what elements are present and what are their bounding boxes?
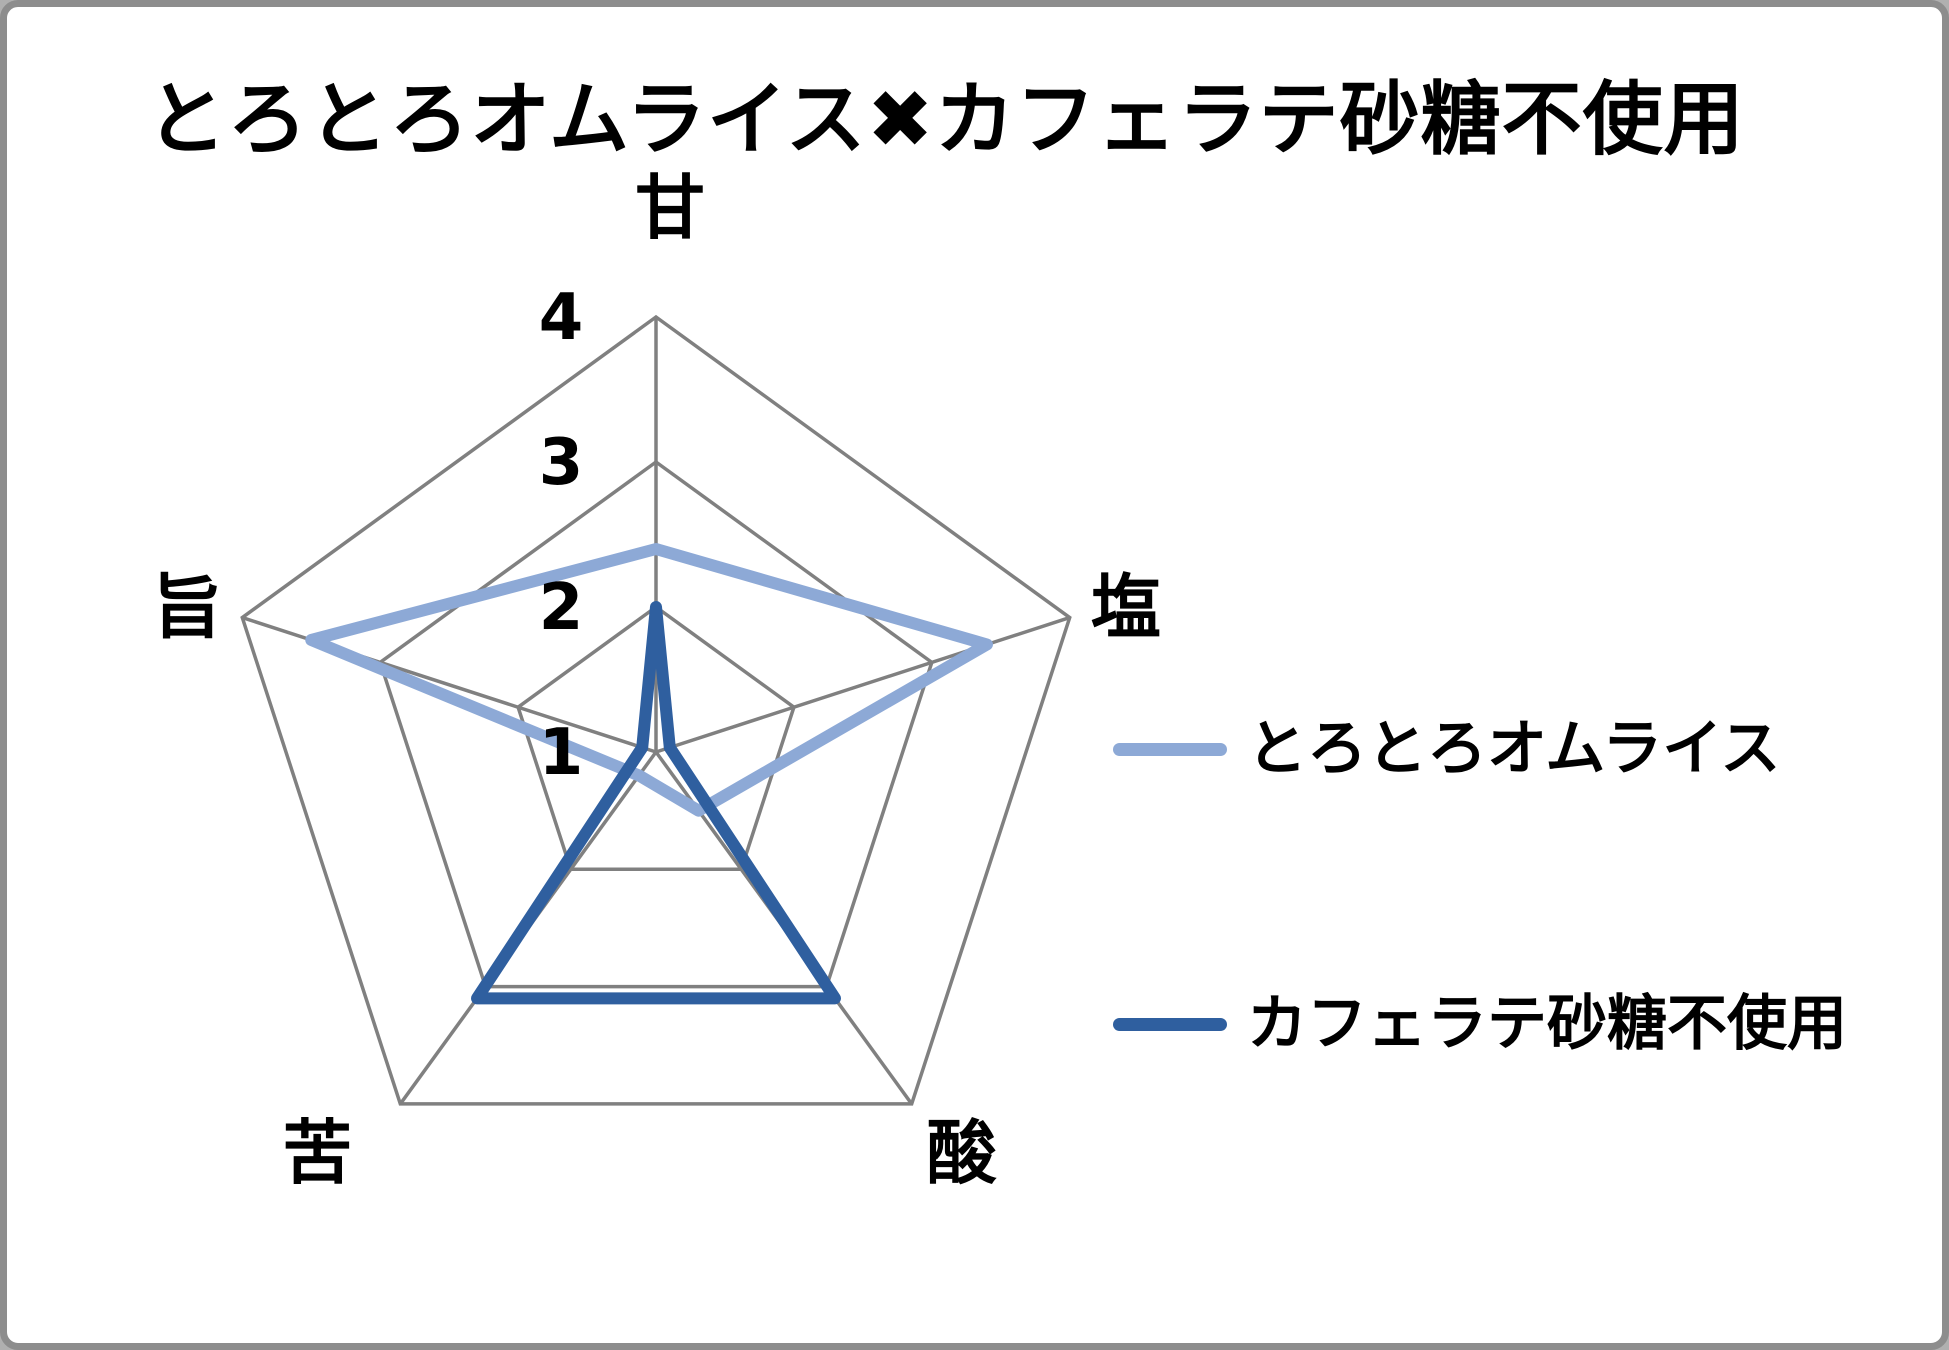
legend-label-series1: とろとろオムライス <box>1247 714 1781 784</box>
radar-category-label-2: 酸 <box>927 1112 998 1194</box>
radar-category-label-3: 苦 <box>282 1112 352 1194</box>
radar-series-group <box>305 543 993 1005</box>
radar-grid <box>240 314 1072 1106</box>
legend-line-swatch-series2 <box>1113 1017 1227 1031</box>
radar-axis-line-1 <box>655 615 1071 754</box>
chart-title: とろとろオムライス✖カフェラテ砂糖不使用 <box>146 73 1745 166</box>
radar-ring-2 <box>516 604 796 872</box>
radar-category-label-4: 旨 <box>152 567 222 649</box>
radar-series-1 <box>471 601 841 1005</box>
radar-series-0 <box>305 543 993 817</box>
radar-tick-label-3: 3 <box>539 426 584 500</box>
radar-tick-label-1: 1 <box>539 716 584 790</box>
legend-item-series1: とろとろオムライス <box>1113 716 1780 782</box>
radar-axis-line-4 <box>241 615 657 754</box>
legend-item-series2: カフェラテ砂糖不使用 <box>1113 991 1847 1057</box>
radar-ring-3 <box>378 459 934 989</box>
legend-line-swatch-series1 <box>1113 742 1227 756</box>
radar-tick-label-2: 2 <box>539 571 584 645</box>
radar-ring-4 <box>240 314 1072 1106</box>
radar-category-label-0: 甘 <box>635 167 705 249</box>
legend-label-series2: カフェラテ砂糖不使用 <box>1247 989 1847 1059</box>
radar-tick-label-4: 4 <box>539 281 584 355</box>
radar-category-label-1: 塩 <box>1091 567 1161 649</box>
